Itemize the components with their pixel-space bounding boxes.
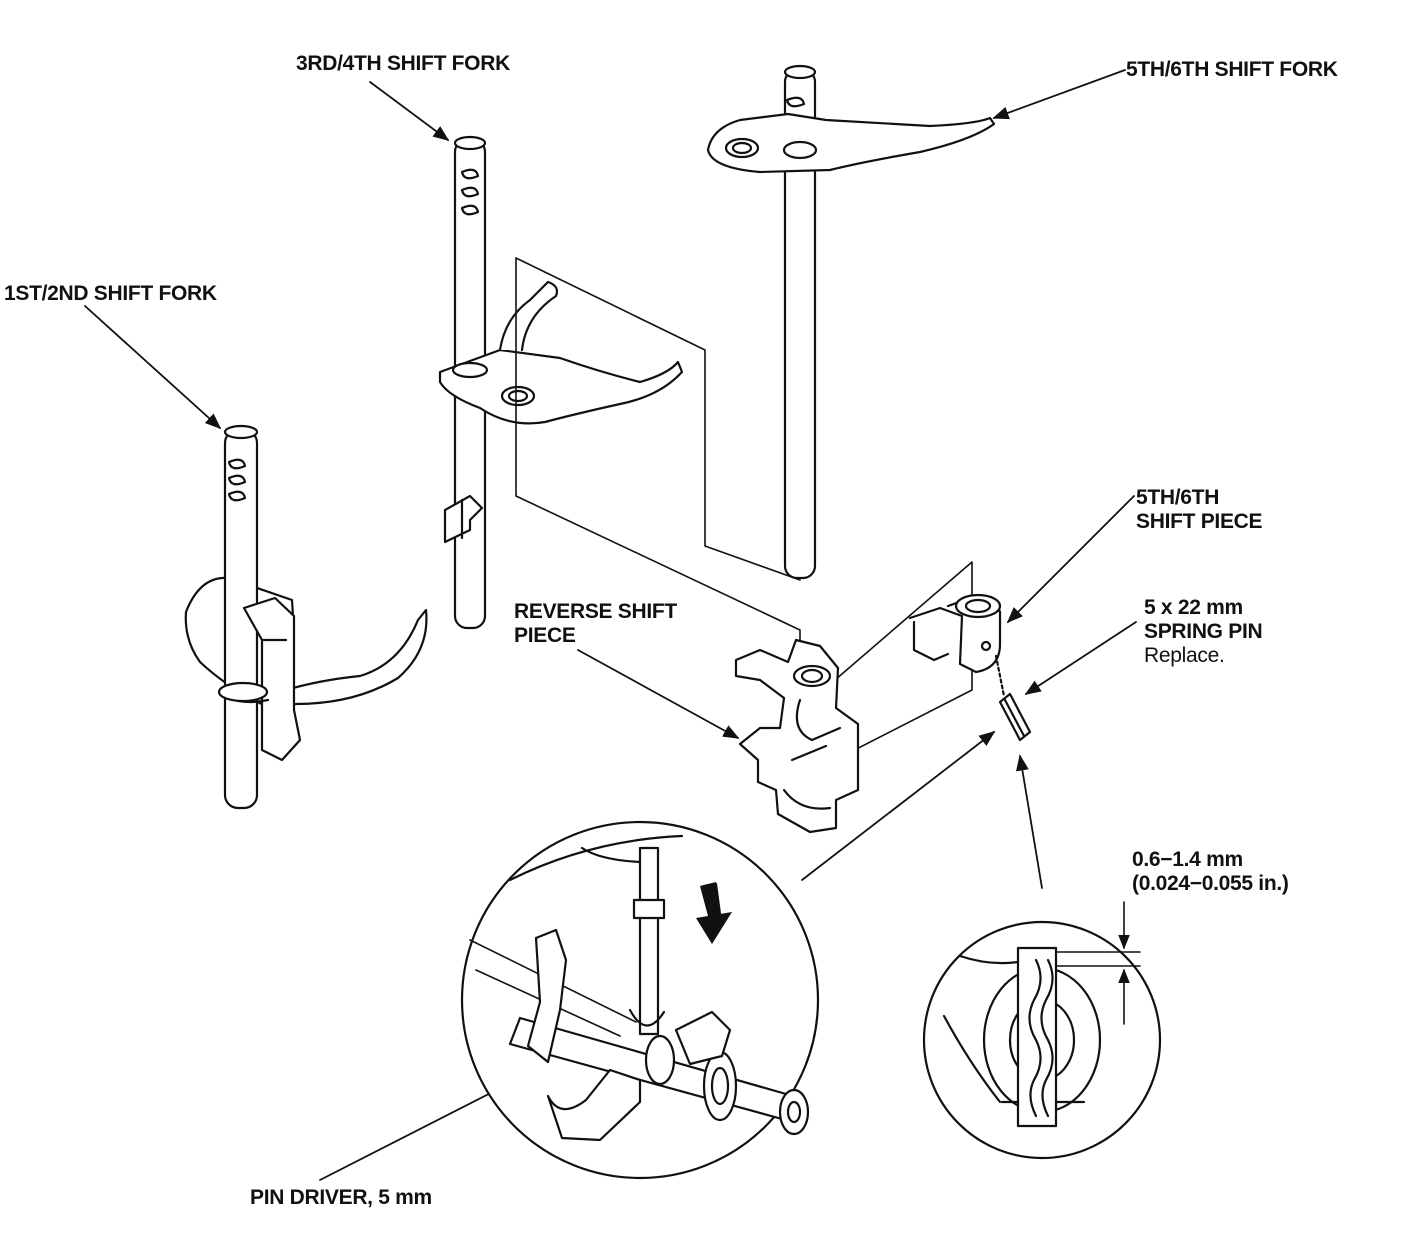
label-shift-piece-56-line1: 5TH/6TH [1136, 486, 1220, 509]
fork-56-assembly [706, 64, 996, 580]
reverse-shift-piece [734, 638, 860, 834]
detail-pin-driver [460, 820, 820, 1180]
label-shift-piece-56-line2: SHIFT PIECE [1136, 510, 1263, 533]
label-gap-mm: 0.6−1.4 mm [1132, 848, 1243, 871]
label-spring-pin-size: 5 x 22 mm [1144, 596, 1243, 619]
label-spring-pin-name: SPRING PIN [1144, 620, 1263, 643]
fork-12-assembly [184, 424, 428, 810]
fork-34-assembly [438, 135, 684, 630]
label-fork-12: 1ST/2ND SHIFT FORK [4, 282, 217, 305]
shift-piece-56 [908, 593, 1002, 674]
spring-pin [994, 654, 1032, 742]
label-gap-in: (0.024−0.055 in.) [1132, 872, 1289, 895]
leader-lines [84, 69, 1137, 1181]
alignment-lines [515, 257, 973, 761]
label-reverse-line2: PIECE [514, 624, 576, 647]
label-fork-56: 5TH/6TH SHIFT FORK [1126, 58, 1338, 81]
label-pin-driver: PIN DRIVER, 5 mm [250, 1186, 432, 1209]
label-shift-piece-56: 5TH/6TH SHIFT PIECE [1136, 486, 1263, 534]
label-spring-pin: 5 x 22 mm SPRING PIN Replace. [1144, 596, 1263, 668]
detail-pin-gap [922, 901, 1162, 1160]
label-reverse-shift-piece: REVERSE SHIFT PIECE [514, 600, 677, 648]
label-spring-pin-note: Replace. [1144, 644, 1225, 667]
label-gap-spec: 0.6−1.4 mm (0.024−0.055 in.) [1132, 848, 1289, 896]
label-fork-34: 3RD/4TH SHIFT FORK [296, 52, 510, 75]
label-reverse-line1: REVERSE SHIFT [514, 600, 677, 623]
